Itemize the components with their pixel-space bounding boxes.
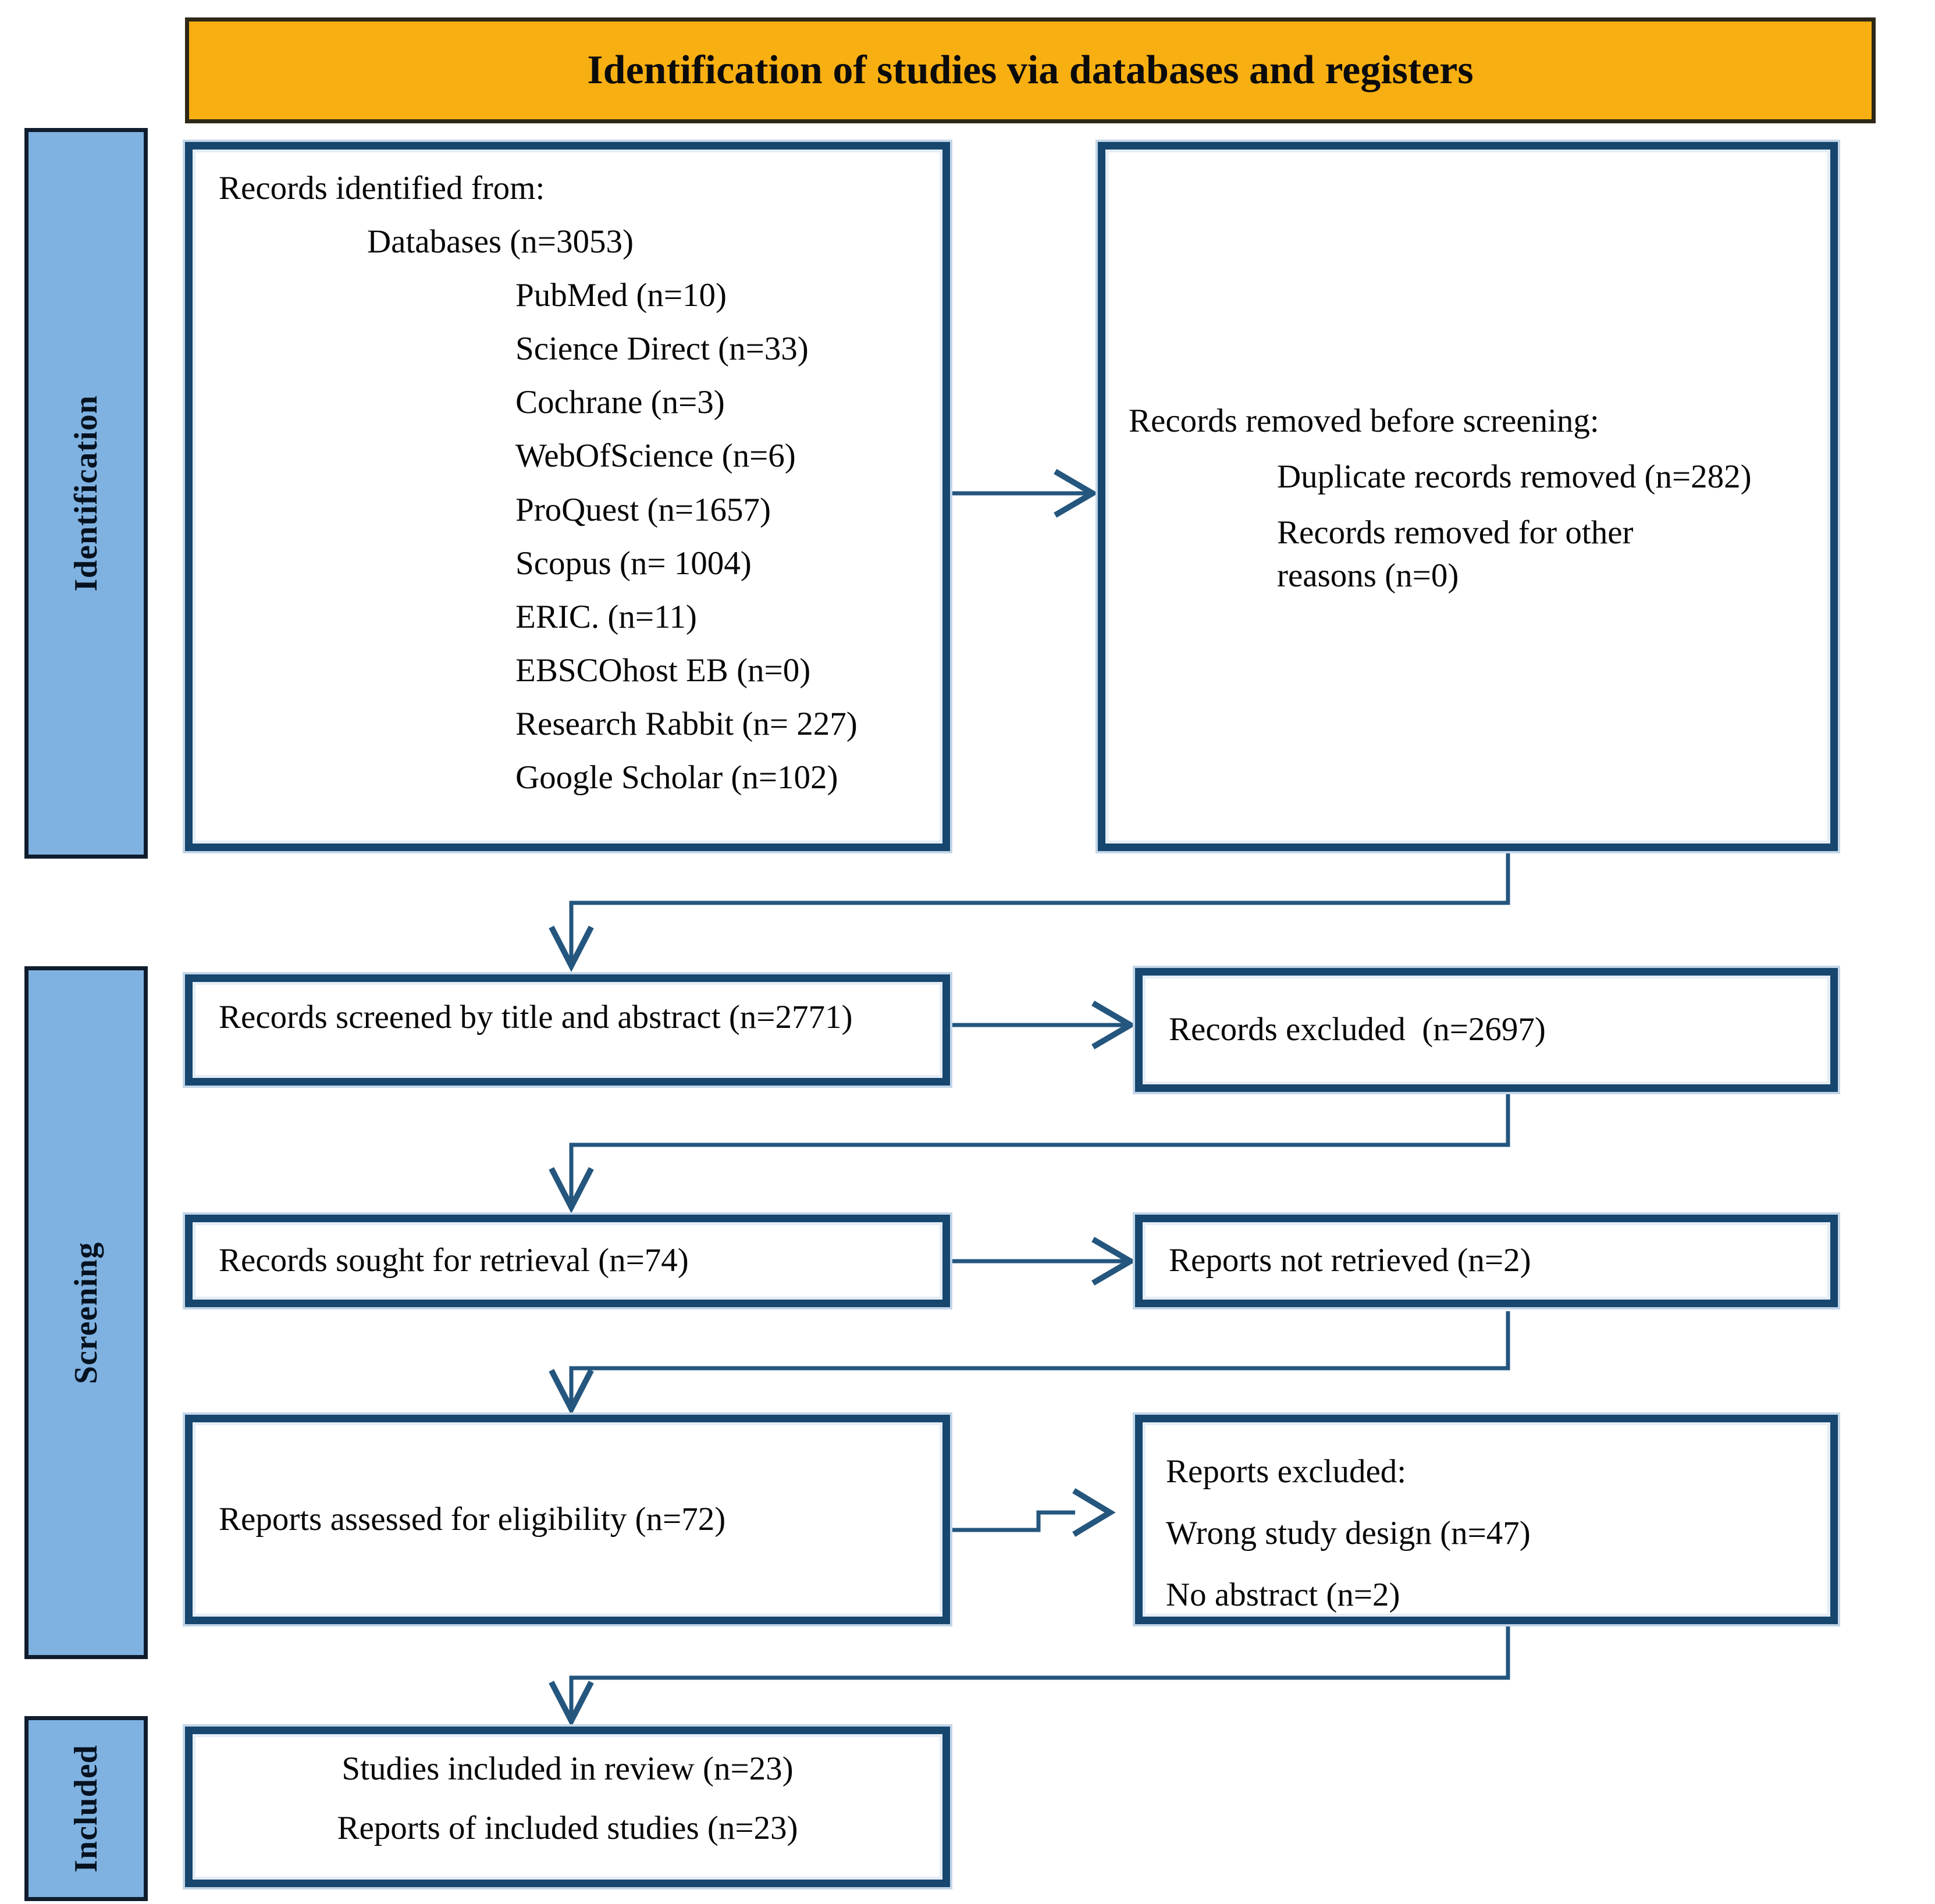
- stage-screening-label: Screening: [68, 1241, 104, 1384]
- removed-item: Records removed for other reasons (n=0): [1277, 514, 1634, 595]
- records-identified-box: Records identified from: Databases (n=30…: [185, 142, 950, 851]
- database-item: WebOfScience (n=6): [515, 437, 796, 475]
- arrow-identified-to-removed: [950, 469, 1098, 518]
- records-removed-heading: Records removed before screening:: [1129, 403, 1599, 439]
- title-banner: Identification of studies via databases …: [185, 17, 1876, 123]
- studies-included-line: Studies included in review (n=23): [342, 1750, 794, 1787]
- records-screened-text: Records screened by title and abstract (…: [219, 999, 853, 1035]
- reports-excluded-box: Reports excluded: Wrong study design (n=…: [1135, 1415, 1838, 1624]
- database-item: Cochrane (n=3): [515, 384, 725, 421]
- stage-identification: Identification: [24, 128, 148, 859]
- database-item: ERIC. (n=11): [515, 598, 697, 635]
- database-item: Google Scholar (n=102): [515, 759, 838, 796]
- arrow-assessed-to-reportsexcluded: [950, 1488, 1116, 1537]
- arrowhead-right-icon: [1072, 1488, 1116, 1537]
- arrow-sought-to-notretrieved: [950, 1237, 1136, 1286]
- stage-screening: Screening: [24, 966, 148, 1659]
- database-item: Science Direct (n=33): [515, 330, 809, 368]
- records-excluded-box: Records excluded (n=2697): [1135, 968, 1838, 1092]
- records-removed-box: Records removed before screening: Duplic…: [1098, 142, 1838, 851]
- reports-assessed-text: Reports assessed for eligibility (n=72): [219, 1500, 726, 1538]
- connector-reportsexcluded-to-included: [549, 1625, 1510, 1727]
- records-screened-box: Records screened by title and abstract (…: [185, 974, 950, 1086]
- reports-excluded-item: No abstract (n=2): [1166, 1576, 1400, 1614]
- connector-removed-to-screened: [549, 853, 1510, 972]
- arrowhead-down-icon: [549, 1167, 594, 1213]
- studies-included-line: Reports of included studies (n=23): [337, 1810, 798, 1846]
- arrowhead-right-icon: [1054, 469, 1098, 518]
- reports-assessed-box: Reports assessed for eligibility (n=72): [185, 1415, 950, 1624]
- arrowhead-right-icon: [1091, 1001, 1136, 1049]
- arrowhead-down-icon: [549, 926, 594, 972]
- records-sought-text: Records sought for retrieval (n=74): [219, 1242, 689, 1279]
- records-sought-box: Records sought for retrieval (n=74): [185, 1215, 950, 1307]
- database-item: Scopus (n= 1004): [515, 544, 752, 582]
- reports-not-retrieved-box: Reports not retrieved (n=2): [1135, 1215, 1838, 1307]
- database-item: Research Rabbit (n= 227): [515, 705, 858, 742]
- records-excluded-text: Records excluded (n=2697): [1169, 1011, 1546, 1048]
- arrowhead-down-icon: [549, 1681, 594, 1727]
- databases-group-label: Databases (n=3053): [367, 223, 634, 261]
- arrowhead-down-icon: [549, 1369, 594, 1415]
- removed-item: Duplicate records removed (n=282): [1277, 458, 1752, 496]
- arrow-screened-to-excluded: [950, 1001, 1136, 1049]
- stage-included-label: Included: [68, 1745, 104, 1873]
- studies-included-box: Studies included in review (n=23) Report…: [185, 1727, 950, 1887]
- diagram-title: Identification of studies via databases …: [587, 48, 1474, 92]
- stage-included: Included: [24, 1716, 148, 1901]
- reports-not-retrieved-text: Reports not retrieved (n=2): [1169, 1242, 1531, 1279]
- records-identified-heading: Records identified from:: [219, 170, 545, 207]
- database-item: PubMed (n=10): [515, 277, 727, 314]
- reports-excluded-item: Wrong study design (n=47): [1166, 1515, 1531, 1552]
- connector-excluded-to-sought: [549, 1093, 1510, 1213]
- connector-notretrieved-to-assessed: [549, 1311, 1510, 1415]
- stage-identification-label: Identification: [68, 395, 104, 592]
- database-item: ProQuest (n=1657): [515, 491, 771, 528]
- database-item: EBSCOhost EB (n=0): [515, 652, 811, 689]
- reports-excluded-heading: Reports excluded:: [1166, 1453, 1407, 1490]
- arrowhead-right-icon: [1091, 1237, 1136, 1286]
